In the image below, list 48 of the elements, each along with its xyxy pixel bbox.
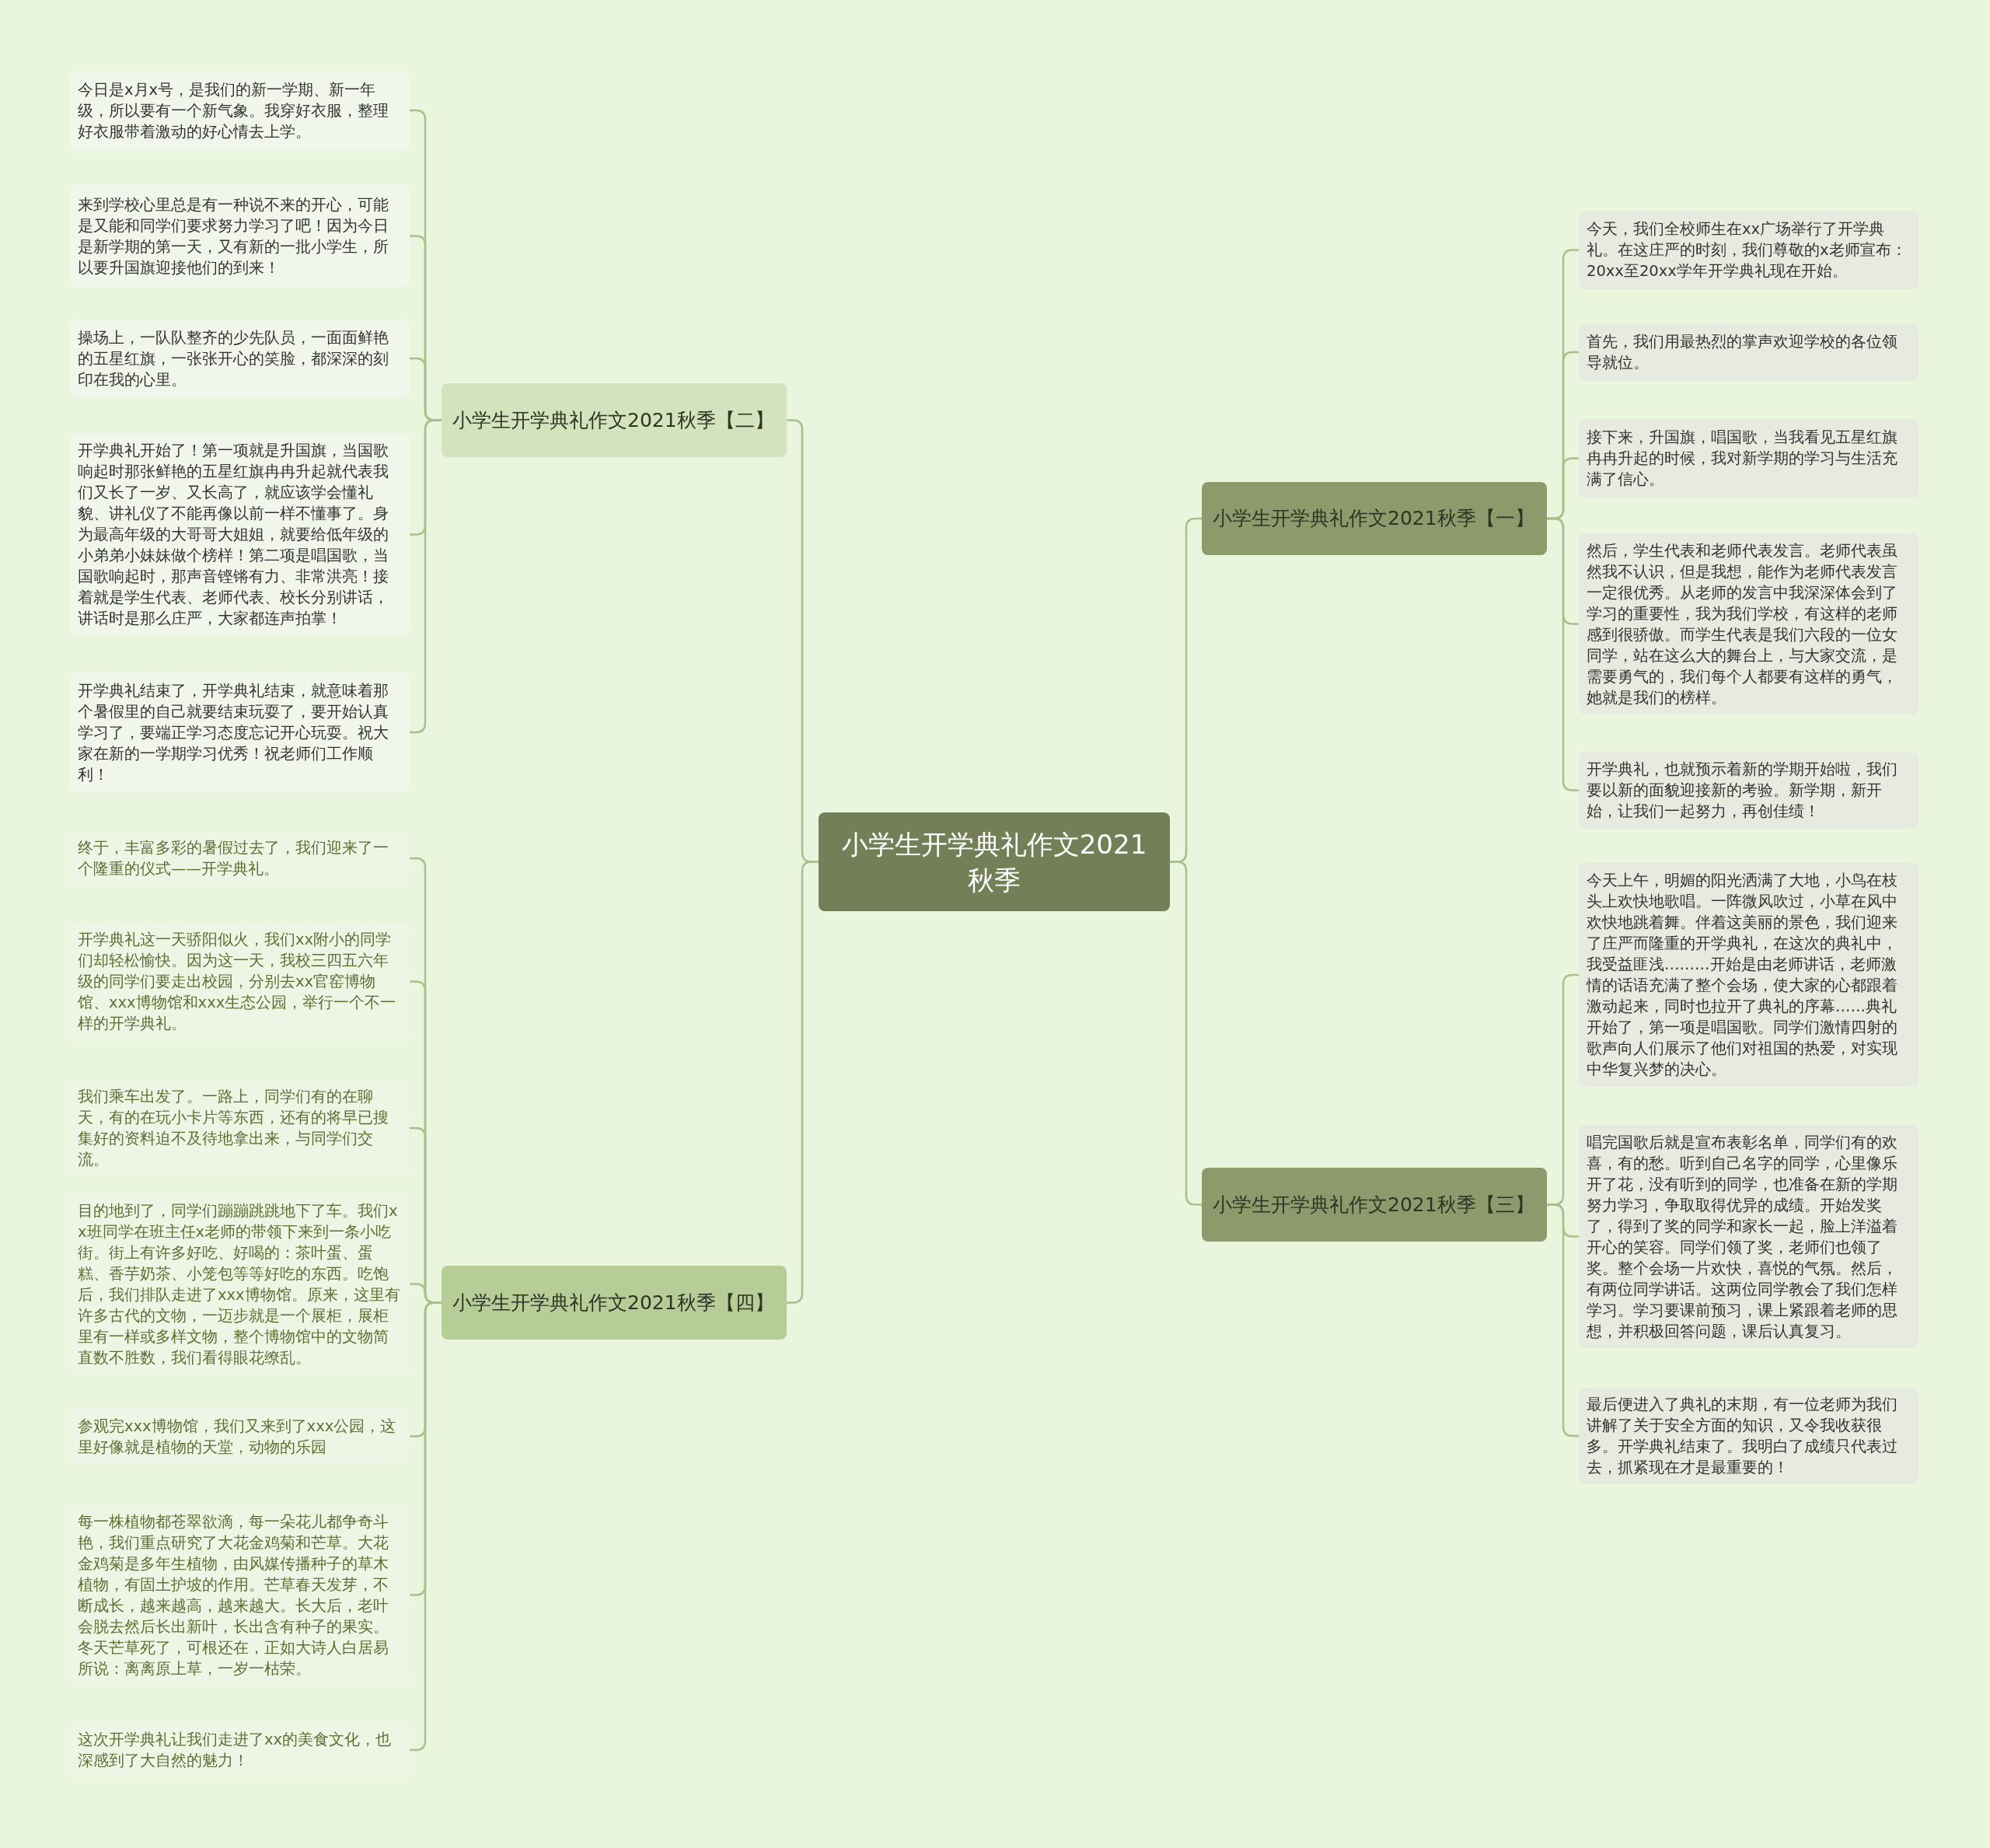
topic-text: 每一株植物都苍翠欲滴，每一朵花儿都争奇斗艳，我们重点研究了大花金鸡菊和芒草。大花金鸡菊是多年生植物，由风媒传播种子的草木植物，有固土护坡的作用。芒草春天发芽，不断成长，越来越高，越来越大。长大后，老叶会脱去然后长出新叶，长出含有种子的果实。冬天芒草死了，可根还在，正如大诗人白居易所说：离离原上草，一岁一枯荣。 [78, 1511, 389, 1679]
text-card [70, 672, 410, 792]
topic-text: 目的地到了，同学们蹦蹦跳跳地下了车。我们xx班同学在班主任x老师的带领下来到一条小吃街。街上有许多好吃、好喝的：茶叶蛋、蛋糕、香芋奶茶、小笼包等等好吃的东西。吃饱后，我们排队走进了xxx博物馆。原来，这里有许多古代的文物，一迈步就是一个展柜，展柜里有一样或多样文物，整个博物馆中的文物简直数不胜数，我们看得眼花缭乱。 [78, 1200, 401, 1368]
topic-text: 最后便进入了典礼的末期，有一位老师为我们讲解了关于安全方面的知识，又令我收获很多。开学典礼结束了。我明白了成绩只代表过去，抓紧现在才是最重要的！ [1587, 1395, 1898, 1478]
branch-topic-box [442, 383, 787, 457]
topic-text: 小学生开学典礼作文2021秋季【二】 [452, 407, 775, 433]
text-card [70, 71, 410, 150]
text-card [1579, 323, 1918, 381]
topic-text: 然后，学生代表和老师代表发言。老师代表虽然我不认识，但是我想，能作为老师代表发言一定很优秀。从老师的发言中我深深体会到了学习的重要性，我为我们学校，有这样的老师感到很骄傲。而学生代表是我们六段的一位女同学，站在这么大的舞台上，与大家交流，是需要勇气的，我们每个人都要有这样的勇气，她就是我们的榜样。 [1587, 540, 1898, 708]
topic-text: 今天上午，明媚的阳光洒满了大地，小鸟在枝头上欢快地歌唱。一阵微风吹过，小草在风中欢快地跳着舞。伴着这美丽的景色，我们迎来了庄严而隆重的开学典礼，在这次的典礼中，我受益匪浅………开始是由老师讲话，老师激情的话语充满了整个会场，使大家的心都跟着激动起来，同时也拉开了典礼的序幕……典礼开始了，第一项是唱国歌。同学们激情四射的歌声向人们展示了他们对祖国的热爱，对实现中华复兴梦的决心。 [1587, 871, 1898, 1080]
topic-text: 唱完国歌后就是宣布表彰名单，同学们有的欢喜，有的愁。听到自己名字的同学，心里像乐开了花，没有听到的同学，也准备在新的学期努力学习，争取取得优异的成绩。开始发奖了，得到了奖的同学和家长一起，脸上洋溢着开心的笑容。同学们领了奖，老师们也领了奖。整个会场一片欢快，喜悦的气氛。然后，有两位同学讲话。这两位同学教会了我们怎样学习。学习要课前预习，课上紧跟着老师的思想，并积极回答问题，课后认真复习。 [1587, 1132, 1898, 1342]
text-card [70, 1409, 410, 1464]
branch-topic-box [1202, 1168, 1547, 1242]
topic-text: 小学生开学典礼作文2021秋季【一】 [1213, 506, 1535, 531]
text-card [1579, 211, 1918, 289]
connector-line [1547, 1203, 1579, 1438]
root-topic-box [819, 812, 1170, 911]
topic-text: 终于，丰富多彩的暑假过去了，我们迎来了一个隆重的仪式——开学典礼。 [78, 838, 389, 879]
topic-text: 小学生开学典礼作文2021秋季 [840, 827, 1148, 897]
text-card [70, 185, 410, 287]
topic-text: 开学典礼，也就预示着新的学期开始啦，我们要以新的面貌迎接新的考验。新学期，新开始，让我们一起努力，再创佳绩！ [1587, 760, 1898, 822]
text-card [70, 831, 410, 886]
topic-text: 参观完xxx博物馆，我们又来到了xxx公园，这里好像就是植物的天堂，动物的乐园 [78, 1416, 397, 1458]
text-card [1579, 1388, 1918, 1484]
topic-text: 接下来，升国旗，唱国歌，当我看见五星红旗冉冉升起的时候，我对新学期的学习与生活充满了信心。 [1587, 428, 1898, 490]
text-card [70, 1080, 410, 1176]
text-card [70, 320, 410, 397]
text-card [1579, 419, 1918, 498]
topic-text: 来到学校心里总是有一种说不来的开心，可能是又能和同学们要求努力学习了吧！因为今日是新学期的第一天，又有新的一批小学生，所以要升国旗迎接他们的到来！ [78, 194, 389, 278]
topic-text: 今日是x月x号，是我们的新一学期、新一年级，所以要有一个新气象。我穿好衣服，整理好衣服带着激动的好心情去上学。 [78, 79, 389, 142]
text-card [70, 923, 410, 1040]
topic-text: 小学生开学典礼作文2021秋季【四】 [452, 1290, 775, 1315]
topic-text: 我们乘车出发了。一路上，同学们有的在聊天，有的在玩小卡片等东西，还有的将早已搜集好的资料迫不及待地拿出来，与同学们交流。 [78, 1087, 389, 1170]
topic-text: 开学典礼结束了，开学典礼结束，就意味着那个暑假里的自己就要结束玩耍了，要开始认真学习了，要端正学习态度忘记开心玩耍。祝大家在新的一学期学习优秀！祝老师们工作顺利！ [78, 680, 389, 785]
topic-text: 开学典礼这一天骄阳似火，我们xx附小的同学们却轻松愉快。因为这一天，我校三四五六年级的同学们要走出校园，分别去xx官窑博物馆、xxx博物馆和xxx生态公园，举行一个不一样的开学典礼。 [78, 930, 397, 1034]
topic-text: 开学典礼开始了！第一项就是升国旗，当国歌响起时那张鲜艳的五星红旗冉冉升起就代表我们又长了一岁、又长高了，就应该学会懂礼貌、讲礼仪了不能再像以前一样不懂事了。身为最高年级的大哥哥大姐姐，就要给低年级的小弟弟小妹妹做个榜样！第二项是唱国歌，当国歌响起时，那声音铿锵有力、非常洪亮！接着就是学生代表、老师代表、校长分别讲话，讲话时是那么庄严，大家都连声拍掌！ [78, 441, 389, 629]
topic-text: 今天，我们全校师生在xx广场举行了开学典礼。在这庄严的时刻，我们尊敬的x老师宣布：20xx至20xx学年开学典礼现在开始。 [1587, 219, 1908, 281]
topic-text: 操场上，一队队整齐的少先队员，一面面鲜艳的五星红旗，一张张开心的笑脸，都深深的刻印在我的心里。 [78, 327, 389, 390]
topic-text: 小学生开学典礼作文2021秋季【三】 [1213, 1192, 1535, 1217]
topic-text: 这次开学典礼让我们走进了xx的美食文化，也深感到了大自然的魅力！ [78, 1730, 393, 1771]
connector-line [1170, 861, 1202, 1206]
connector-line [1547, 517, 1579, 791]
connector-line [410, 419, 442, 734]
branch-topic-box [1202, 482, 1547, 555]
topic-text: 首先，我们用最热烈的掌声欢迎学校的各位领导就位。 [1587, 332, 1898, 373]
text-card [1579, 752, 1918, 829]
branch-topic-box [442, 1266, 787, 1340]
text-card [70, 1723, 410, 1777]
